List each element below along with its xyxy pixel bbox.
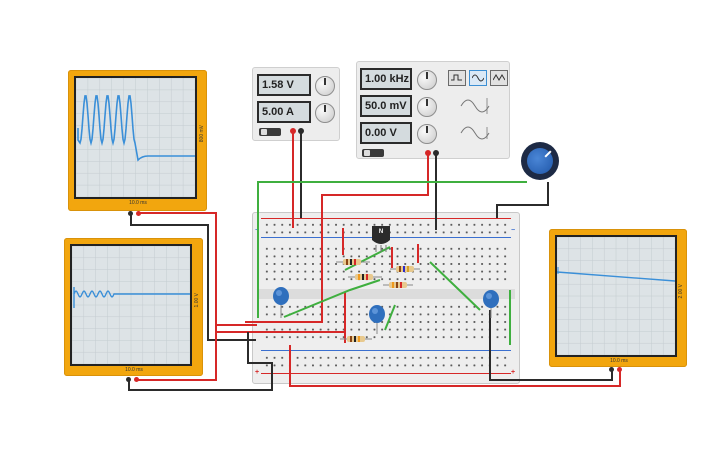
frequency-display: 1.00 kHz [360,68,412,90]
top-rail-red-line [261,218,511,219]
voltage-knob[interactable] [315,76,335,96]
jumper-green-4 [384,304,396,331]
offset-knob[interactable] [417,124,437,144]
scope-grid [557,237,675,355]
scope-trace [73,287,190,308]
transistor-label: N [378,229,384,235]
grid-lines [557,237,675,355]
time-per-div-label: 10.0 ms [125,367,143,373]
triangle-wave-button[interactable] [490,70,508,86]
bottom-rail-red-line [261,373,511,374]
offset-display: 0.00 V [360,122,412,144]
scope-grid [76,78,195,197]
oscilloscope-top-left[interactable]: 10.0 ms 800 mV [68,70,207,211]
scope-screen [555,235,677,357]
time-per-div-label: 10.0 ms [610,358,628,364]
current-display: 5.00 A [257,101,311,123]
plus-sign-icon: + [511,369,516,376]
wire-pot-black [496,182,549,218]
resistor-2 [348,274,382,280]
minus-sign-icon: − [511,227,516,234]
jumper-green-2 [283,279,381,318]
capacitor-3 [483,290,499,318]
voltage-display: 1.58 V [257,74,311,96]
wire-scope2-black [128,332,273,391]
square-wave-button[interactable] [448,70,466,86]
scope-screen [70,244,192,366]
offset-wave-diagram [460,126,490,140]
triangle-wave-icon [493,74,505,81]
center-channel [257,289,515,299]
dc-power-supply[interactable]: 1.58 V 5.00 A [252,67,340,141]
jumper-green-1 [344,246,391,271]
wire-generator-positive [245,153,429,323]
power-switch[interactable] [259,128,281,136]
amplitude-wave-diagram [460,98,490,114]
wire-scope1-red [139,212,345,333]
oscilloscope-bottom-left[interactable]: 10.0 ms 1.00 V [64,238,203,376]
scope-screen [74,76,197,199]
sine-wave-button[interactable] [469,70,487,86]
sine-wave-icon [472,74,484,82]
time-per-div-label: 10.0 ms [129,200,147,206]
frequency-knob[interactable] [417,70,437,90]
potentiometer[interactable] [521,142,559,180]
resistor-3 [390,266,420,272]
transistor-npn [372,226,390,252]
wire-scope1-black [130,213,256,341]
scope-right-probe-black[interactable] [609,367,614,372]
square-wave-icon [451,74,462,81]
resistor-1 [336,259,370,265]
function-generator[interactable]: 1.00 kHz 50.0 mV 0.00 V [356,61,510,159]
oscilloscope-right[interactable]: 10.0 ms 2.00 V [549,229,687,367]
scope-trace [557,271,675,282]
scope-bottom-left-probe-red[interactable] [134,377,139,382]
jumper-green-3 [429,261,481,311]
wire-scope3-red [289,345,621,387]
bottom-rail-holes [263,354,509,368]
resistor-5 [340,336,372,342]
scope-grid [72,246,190,364]
resistor-4 [383,282,413,288]
amplitude-display: 50.0 mV [360,95,412,117]
bottom-rail-blue-line [261,350,511,351]
scope-bottom-left-probe-black[interactable] [126,377,131,382]
wire-pot-green [257,181,527,318]
plus-sign-icon: + [255,369,260,376]
capacitor-2 [369,305,385,334]
wire-scope3-black [489,310,613,381]
generator-power-switch[interactable] [362,149,384,157]
scope-top-left-probe-red[interactable] [136,211,141,216]
scope-trace [77,95,195,162]
current-knob[interactable] [315,103,335,123]
capacitor-1 [273,287,289,318]
amplitude-knob[interactable] [417,97,437,117]
grid-lines [72,246,190,364]
scope-right-probe-red[interactable] [617,367,622,372]
wire-scope2-red [137,324,257,381]
